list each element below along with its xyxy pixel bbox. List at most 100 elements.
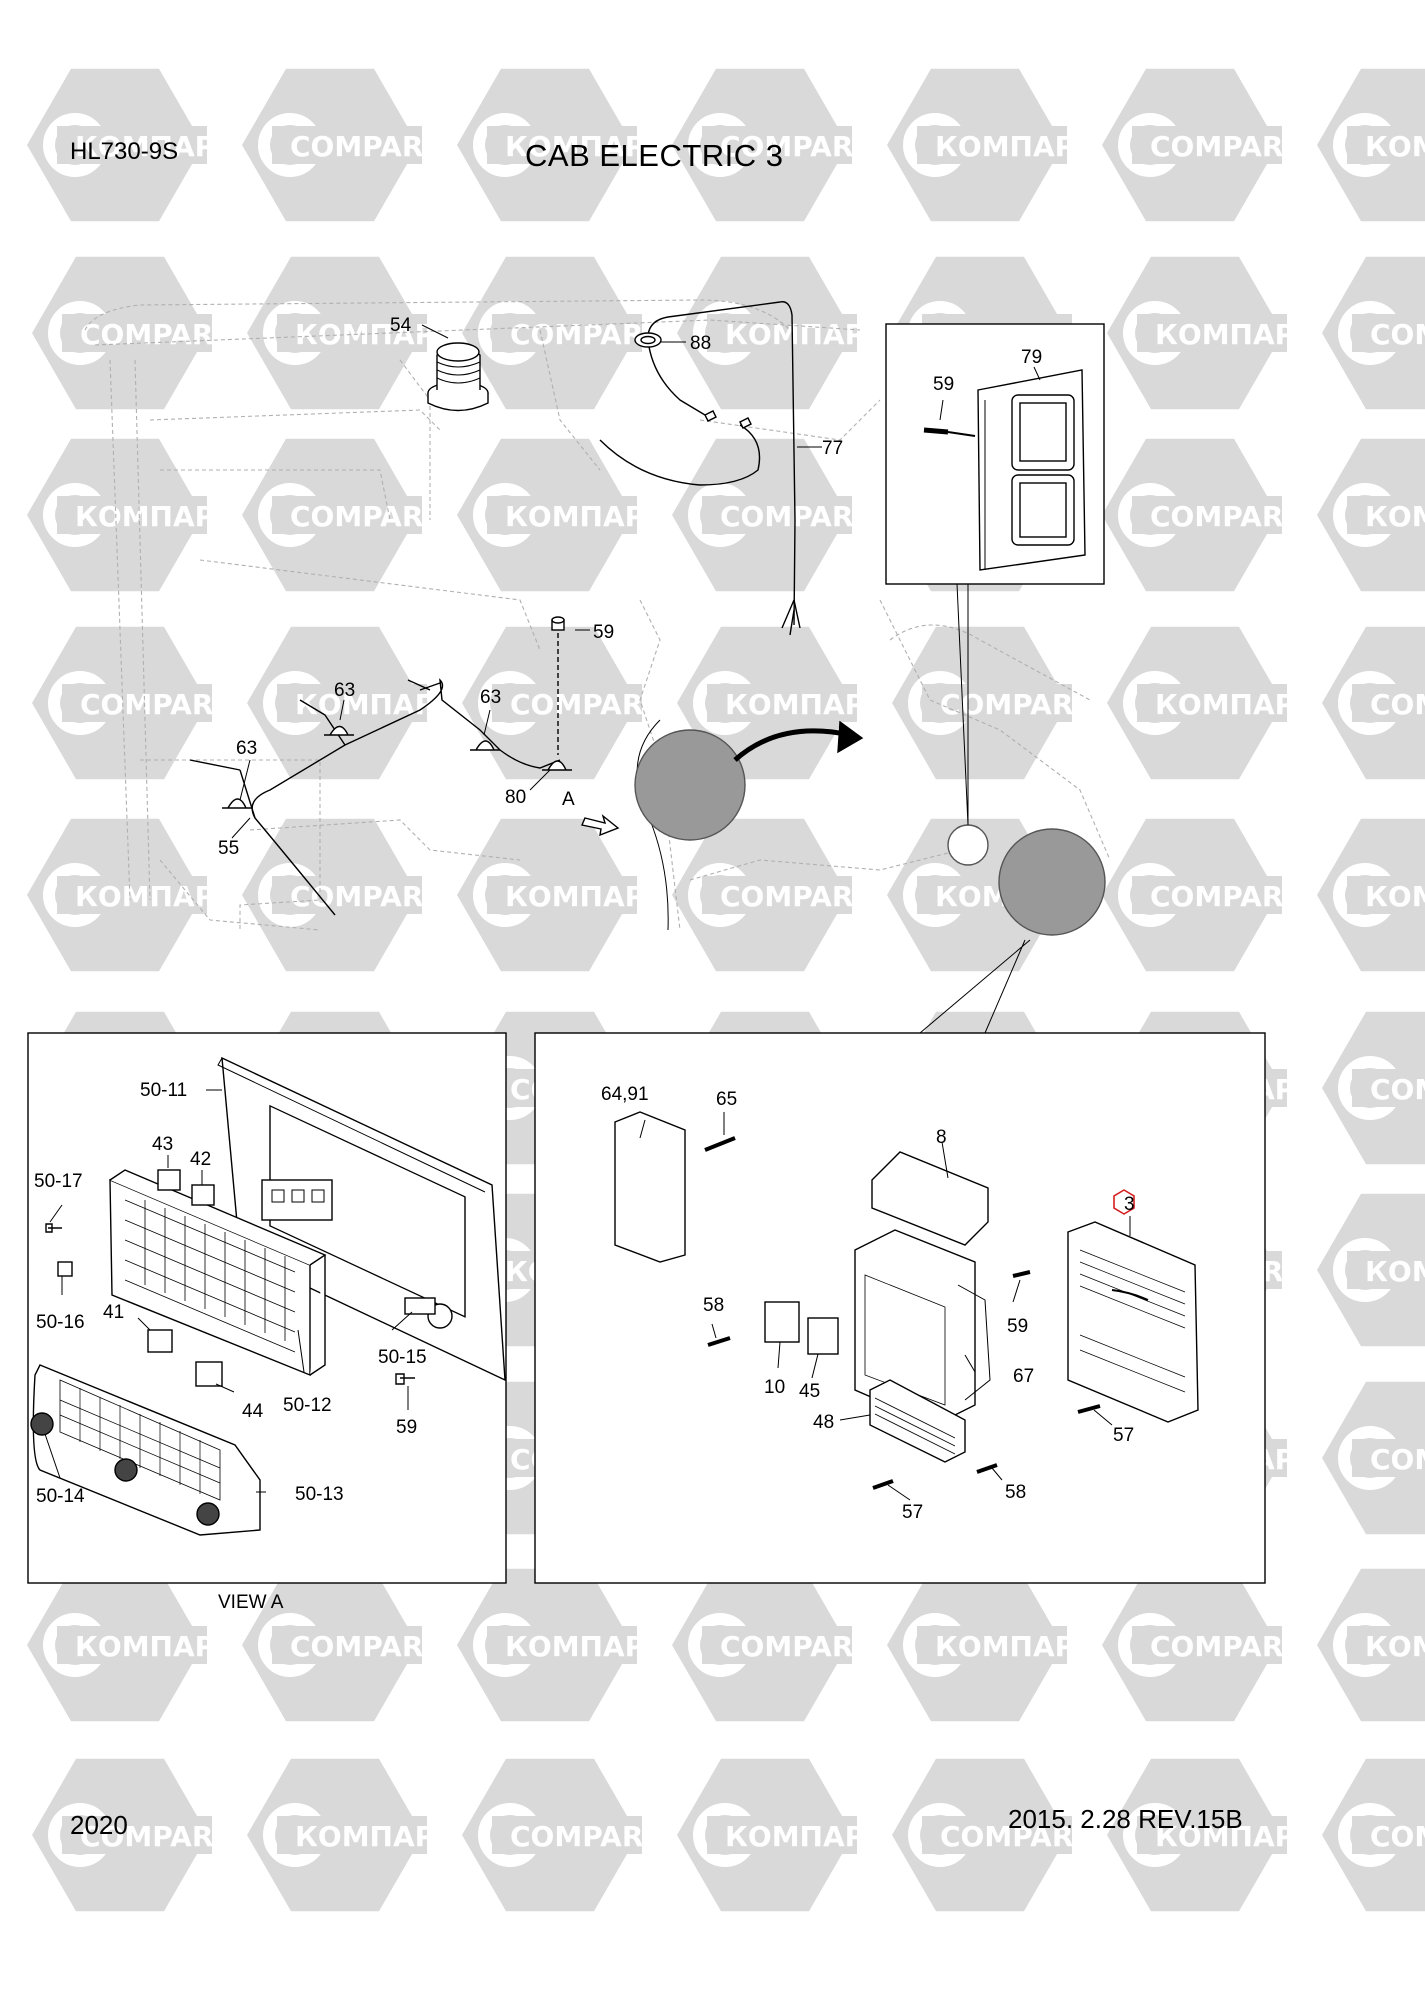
relay-41 (147, 1329, 173, 1353)
watermark-text: COMPART (510, 688, 661, 721)
watermark-text: COMPART (0, 130, 11, 163)
callout-59-top: 59 (933, 374, 954, 395)
watermark-text: COMPART (940, 1820, 1091, 1853)
watermark-text: КОМПАРТ (0, 1443, 24, 1476)
watermark-text: КОМПАРТ (935, 130, 1094, 163)
view-a-arrow (581, 814, 620, 837)
callout-63-left: 63 (334, 680, 355, 701)
watermark-text: COMPART (290, 130, 441, 163)
cab-outline-ghost (84, 299, 1111, 931)
watermark-text: COMPART (510, 1820, 661, 1853)
ecu-bracket-detail (885, 323, 1105, 826)
beacon-lamp (427, 342, 489, 412)
detail-circles (634, 720, 1106, 936)
watermark-text: COMPART (1150, 1630, 1301, 1663)
diode-50-16 (57, 1261, 73, 1277)
wire-harness-55 (189, 616, 620, 916)
watermark-text: КОМПАРТ (0, 318, 24, 351)
callout-57-right: 57 (1113, 1425, 1134, 1446)
watermark-text: COMPART (1370, 688, 1425, 721)
page-number: 2020 (70, 1810, 128, 1840)
callout-79: 79 (1021, 347, 1042, 368)
callout-50-12: 50-12 (283, 1395, 332, 1416)
callout-57-bottom: 57 (902, 1502, 923, 1523)
watermark-text: COMPART (720, 130, 871, 163)
callout-8: 8 (936, 1127, 947, 1148)
watermark-text: КОМПАРТ (505, 130, 664, 163)
watermark-text: КОМПАРТ (1365, 880, 1425, 913)
watermark-text: КОМПАРТ (505, 500, 664, 533)
watermark-text: COMPART (290, 880, 441, 913)
callout-59-mid: 59 (593, 622, 614, 643)
watermark-text: КОМПАРТ (1365, 500, 1425, 533)
watermark-text: КОМПАРТ (1365, 130, 1425, 163)
watermark-text: COMPART (1150, 500, 1301, 533)
wire-harness-77 (599, 301, 801, 636)
relay-43 (157, 1169, 181, 1191)
relay-44 (195, 1361, 223, 1387)
watermark-text: COMPART (1150, 880, 1301, 913)
view-a-detail (27, 1032, 507, 1584)
watermark-text: КОМПАРТ (1155, 1820, 1314, 1853)
watermark-text: COMPART (290, 500, 441, 533)
watermark-text: КОМПАРТ (75, 1630, 234, 1663)
callout-50-15: 50-15 (378, 1347, 427, 1368)
watermark-text: COMPART (1370, 318, 1425, 351)
watermark-text: КОМПАРТ (505, 880, 664, 913)
view-a-label: VIEW A (218, 1592, 284, 1613)
callout-58-left: 58 (703, 1295, 724, 1316)
callout-59-ecu: 59 (1007, 1316, 1028, 1337)
ecu-assembly-detail (534, 939, 1266, 1584)
callout-59-viewa: 59 (396, 1417, 417, 1438)
callout-50-17: 50-17 (34, 1171, 83, 1192)
callout-48: 48 (813, 1412, 834, 1433)
clamp-63-c (470, 740, 500, 751)
clamp-80 (542, 760, 572, 771)
callout-67: 67 (1013, 1366, 1034, 1387)
screw-59 (395, 1373, 415, 1385)
leader-lines (44, 324, 1131, 1501)
callout-42: 42 (190, 1149, 211, 1170)
watermark-text: КОМПАРТ (0, 1073, 24, 1106)
grommet-88 (634, 332, 662, 348)
watermark-text: КОМПАРТ (0, 688, 24, 721)
watermark-text: КОМПАРТ (505, 1630, 664, 1663)
watermark-text: COMPART (1370, 1443, 1425, 1476)
callout-55: 55 (218, 838, 239, 859)
watermark-text: КОМПАРТ (725, 688, 884, 721)
revision-date: 2015. 2.28 REV.15B (1008, 1804, 1243, 1834)
watermark-text: COMPART (290, 1630, 441, 1663)
callout-50-13: 50-13 (295, 1484, 344, 1505)
watermark-text: КОМПАРТ (725, 1820, 884, 1853)
callout-58-bottom: 58 (1005, 1482, 1026, 1503)
watermark-text: COMPART (720, 1630, 871, 1663)
screw-50-17 (45, 1223, 62, 1233)
callout-63-mid: 63 (480, 687, 501, 708)
watermark-text: COMPART (80, 1820, 231, 1853)
watermark-text: КОМПАРТ (75, 130, 234, 163)
watermark-text: КОМПАРТ (0, 1820, 24, 1853)
callout-labels: 54 88 77 79 59 59 63 63 63 80 A 55 50-11… (34, 315, 1135, 1613)
callout-80: 80 (505, 787, 526, 808)
callout-3: 3 (1124, 1194, 1135, 1215)
watermark-text: КОМПАРТ (75, 500, 234, 533)
callout-77: 77 (822, 438, 843, 459)
watermark-text: COMPART (720, 880, 871, 913)
watermark-text: КОМПАРТ (295, 1820, 454, 1853)
watermark-text: COMPART (1370, 1820, 1425, 1853)
callout-50-11: 50-11 (140, 1080, 187, 1101)
watermark-text: COMPART (1150, 130, 1301, 163)
watermark-text: КОМПАРТ (1155, 318, 1314, 351)
relay-10 (764, 1301, 800, 1343)
watermark-text: COMPART (80, 318, 231, 351)
callout-88: 88 (690, 333, 711, 354)
watermark-text: КОМПАРТ (935, 1630, 1094, 1663)
watermark-text: COMPART (0, 880, 11, 913)
callout-54: 54 (390, 315, 412, 336)
page-title: CAB ELECTRIC 3 (525, 138, 784, 173)
watermark-text: КОМПАРТ (1155, 688, 1314, 721)
callout-50-16: 50-16 (36, 1312, 85, 1333)
watermark-text: COMPART (80, 688, 231, 721)
watermark-text: COMPART (0, 1255, 11, 1288)
callout-44: 44 (242, 1401, 264, 1422)
